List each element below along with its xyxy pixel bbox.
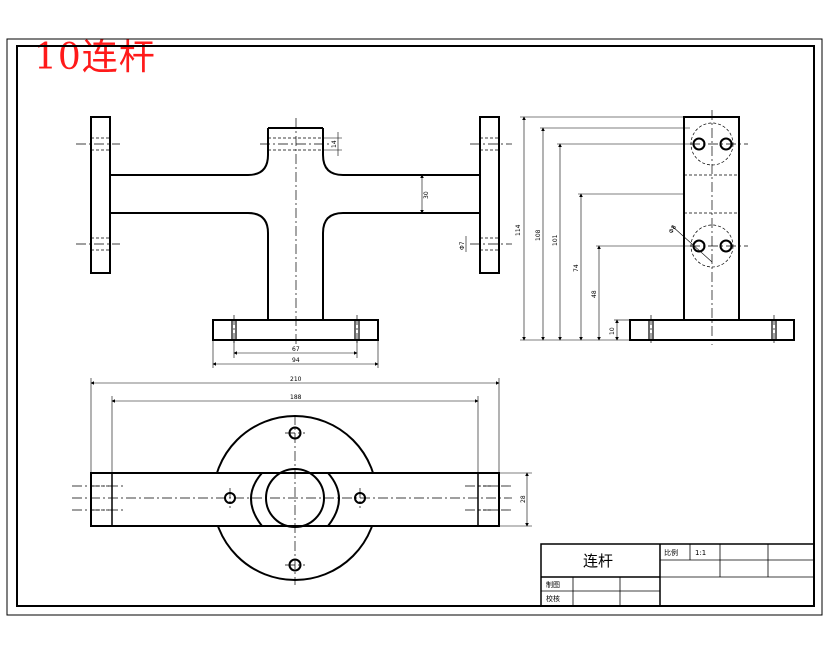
dim-overall-length: 210 [290, 376, 302, 383]
front-view: 14 30 Φ7 67 94 [76, 116, 512, 368]
dim-arm-thickness: 30 [423, 191, 430, 199]
dim-boss-height: 14 [331, 140, 338, 148]
title-block: 连杆 比例 1:1 制图 校核 [540, 543, 815, 607]
dim-height-10: 10 [609, 327, 616, 335]
dim-total-height: 114 [515, 224, 522, 236]
dim-height-101: 101 [552, 234, 559, 246]
part-name: 连杆 [583, 552, 613, 570]
outer-border [6, 38, 823, 616]
drawing-heading: 10连杆 [34, 37, 156, 78]
dim-flange-span: 188 [290, 394, 302, 401]
dim-height-74: 74 [573, 264, 580, 272]
dim-hole-dia: Φ7 [459, 241, 466, 250]
drawn-label: 制图 [546, 580, 560, 589]
dim-height-108: 108 [535, 229, 542, 241]
dim-bar-width: 28 [520, 495, 527, 503]
checked-label: 校核 [546, 594, 560, 603]
side-view: 114 108 101 74 48 10 Φ8 [515, 110, 795, 345]
top-view: 210 188 28 [72, 376, 532, 585]
scale-value: 1:1 [695, 549, 706, 557]
dim-hole-spec: Φ8 [668, 224, 678, 235]
scale-label: 比例 [664, 548, 678, 557]
dim-height-48: 48 [591, 290, 598, 298]
dim-base-width: 94 [292, 357, 300, 364]
inner-border [16, 45, 815, 607]
dim-inner-bolt-span: 67 [292, 346, 300, 353]
